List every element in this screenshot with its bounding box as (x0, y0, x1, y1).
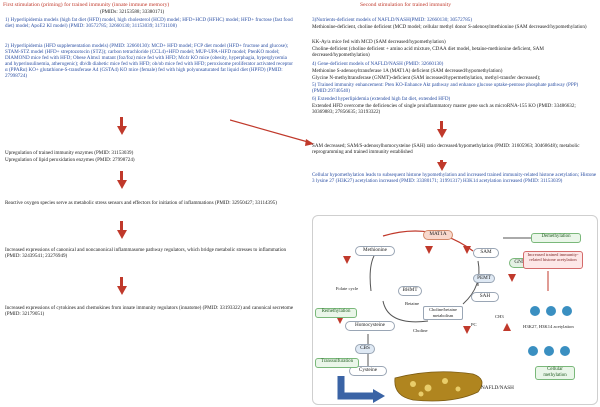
box-demethylation: Demethylation (531, 233, 581, 243)
right-gene-deficient: 4) Gene-deficient models of NAFLD/NASH (… (312, 61, 444, 67)
node-methionine: Methionine (355, 246, 395, 256)
right-sam-decreased: SAM decreased; SAM/S-adenosylhomocystein… (312, 143, 580, 156)
label-nafld-nash: NAFLD/NASH (481, 385, 514, 391)
right-title: Second stimulation for trained immunity (360, 2, 452, 8)
left-item-hyperlipidemia: 1) Hyperlipidemia models (high fat diet … (5, 17, 293, 30)
label-folate-cycle: Folate cycle (335, 286, 359, 291)
arrow-right-1-stem (440, 121, 443, 131)
label-h3k-acetylation: H3K27, H3K14 acetylation (523, 324, 574, 329)
right-nutrients-deficient: 3)Nutrients-deficient models of NAFLD/NA… (312, 17, 473, 23)
node-sah: SAH (471, 292, 499, 302)
node-bhmt: BHMT (398, 286, 422, 296)
right-gnmt: Glycine N-methyltransferase (GNMT)-defic… (312, 75, 541, 81)
node-cysteine: Cysteine (349, 366, 387, 376)
right-trained-immunity-enhancement: 5) Trained immunity enhancement: Pten KO… (312, 82, 579, 95)
arrow-left-4 (116, 286, 127, 295)
arrow-left-4-stem (120, 277, 123, 288)
node-homocysteine: Homocysteine (345, 321, 395, 331)
right-extended-hfd: 6) Extended hyperlipidemia (extended hig… (312, 96, 451, 102)
label-choline: Choline (413, 328, 428, 333)
right-mcd-model: Methionine-deficient, choline deficient … (312, 24, 587, 30)
arrow-left-3 (116, 230, 127, 239)
connector-arrow (230, 119, 314, 146)
right-mat1a: Methionine S-adenosyltransferase 1A (MAT… (312, 68, 503, 74)
cycle-arrows (336, 230, 572, 403)
arrow-left-1-stem (120, 117, 123, 128)
node-pemt: PEMT (473, 274, 495, 283)
box-remethylation: Remethylation (315, 308, 357, 318)
arrow-left-1 (116, 126, 127, 135)
arrow-left-3-stem (120, 221, 123, 232)
left-item-hfd-supplementation: 2) Hyperlipidemia (HFD supplementation m… (5, 43, 293, 80)
arrow-right-2 (436, 162, 447, 171)
node-cbs: CBS (355, 344, 375, 354)
right-cellular-hypomethylation: Cellular hypomethylation leads to subseq… (312, 172, 597, 185)
box-transsulfuration: Transsulfuration (315, 358, 359, 368)
step-cytokines: Increased expressions of cytokines and c… (5, 305, 294, 318)
left-subtitle: (PMIDs: 32153588; 33380171) (100, 9, 165, 15)
box-choline-betaine: Choline/betaine metabolism (423, 306, 463, 320)
left-title: First stimulation (priming) for trained … (3, 2, 170, 8)
arrow-left-2 (116, 180, 127, 189)
label-pc: PC (471, 322, 477, 327)
box-cellular-methylation: Cellular methylation (535, 366, 575, 380)
step-trained-immunity-enzymes: Upregulation of trained immunity enzymes… (5, 150, 134, 156)
step-reactive-oxygen-species: Reactive oxygen species serve as metabol… (5, 200, 277, 206)
step-lipid-peroxidation: Upregulation of lipid peroxidation enzym… (5, 157, 135, 163)
right-extended-hfd-detail: Extended HFD overcome the deficiencies o… (312, 103, 576, 116)
methionine-cycle-panel: MAT1A Methionine SAM SAH Homocysteine Cy… (312, 215, 598, 405)
arrow-left-2-stem (120, 171, 123, 182)
arrow-right-1 (436, 129, 447, 138)
node-sam: SAM (473, 248, 499, 258)
node-mat1a: MAT1A (423, 230, 453, 240)
label-ch3: CH3 (495, 314, 504, 319)
step-inflammasome: Increased expressions of canonical and n… (5, 247, 287, 260)
box-histone-acetylation: Increased trained immunity-related histo… (523, 251, 583, 269)
label-betaine: Betaine (405, 301, 420, 306)
right-choline-deficient: Choline-deficient (choline deficient + a… (312, 46, 544, 59)
right-kkay-mice: KK-Ay/a mice fed with MCD (SAM decreased… (312, 39, 446, 45)
